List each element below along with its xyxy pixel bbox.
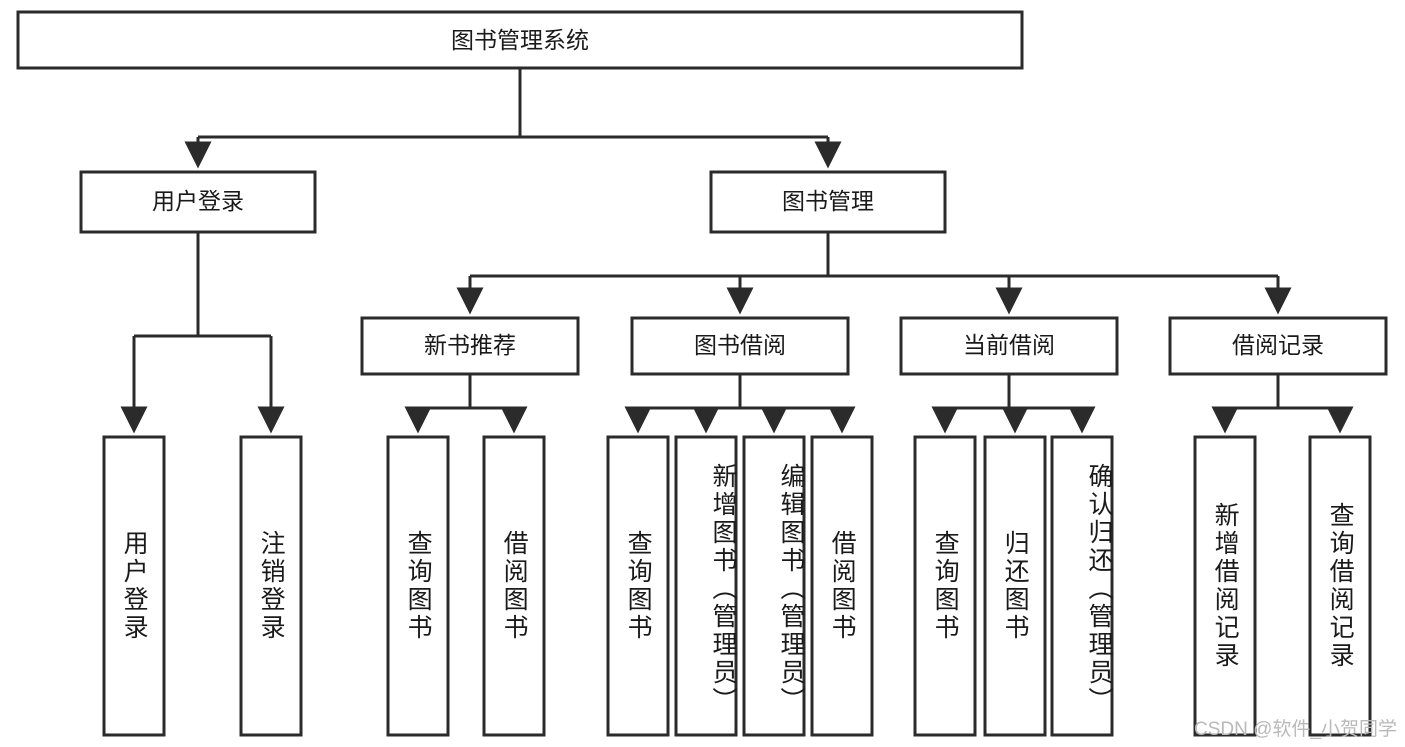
node-root-label: 图书管理系统: [451, 27, 589, 53]
connector-root-bus: [198, 68, 828, 139]
leaf-box-query-book-borrow[interactable]: [606, 435, 670, 737]
node-new-book-recommend-label: 新书推荐: [424, 332, 516, 358]
connector-book-borrow-bus: [638, 374, 842, 410]
connector-book-management-bus: [470, 232, 1278, 278]
node-borrow-record-label: 借阅记录: [1232, 332, 1324, 358]
leaf-box-edit-book[interactable]: [742, 435, 806, 737]
node-group-horizontal: 图书管理系统 用户登录 图书管理 新书推荐 图书借阅 当前借阅: [16, 10, 1388, 376]
connector-user-login-bus: [134, 232, 271, 338]
node-user-login[interactable]: 用户登录: [79, 170, 317, 234]
node-root[interactable]: 图书管理系统: [16, 10, 1024, 70]
node-group-leaves: [102, 435, 1372, 737]
leaf-box-add-book[interactable]: [674, 435, 738, 737]
node-book-management[interactable]: 图书管理: [709, 170, 947, 234]
node-current-borrow[interactable]: 当前借阅: [899, 316, 1119, 376]
node-book-borrow-label: 图书借阅: [694, 332, 786, 358]
node-new-book-recommend[interactable]: 新书推荐: [360, 316, 580, 376]
leaf-box-query-record[interactable]: [1308, 435, 1372, 737]
leaf-box-logout[interactable]: [239, 435, 303, 737]
leaf-box-query-book-rec[interactable]: [386, 435, 450, 737]
connector-borrow-record-bus: [1225, 374, 1340, 410]
watermark: CSDN @软件_小贺同学: [1194, 719, 1397, 740]
leaf-box-add-record[interactable]: [1193, 435, 1257, 737]
leaf-box-confirm-return[interactable]: [1050, 435, 1114, 737]
node-book-management-label: 图书管理: [782, 188, 874, 214]
leaf-box-query-book-current[interactable]: [913, 435, 977, 737]
connector-new-book-recommend-bus: [418, 374, 514, 410]
connector-current-borrow-bus: [945, 374, 1082, 410]
leaf-box-borrow-book-rec[interactable]: [482, 435, 546, 737]
node-borrow-record[interactable]: 借阅记录: [1168, 316, 1388, 376]
node-current-borrow-label: 当前借阅: [963, 332, 1055, 358]
leaf-box-borrow-book[interactable]: [810, 435, 874, 737]
leaf-box-return-book[interactable]: [983, 435, 1047, 737]
node-user-login-label: 用户登录: [152, 188, 244, 214]
node-book-borrow[interactable]: 图书借阅: [630, 316, 850, 376]
connector-group: [120, 68, 1354, 434]
leaf-box-user-login[interactable]: [102, 435, 166, 737]
